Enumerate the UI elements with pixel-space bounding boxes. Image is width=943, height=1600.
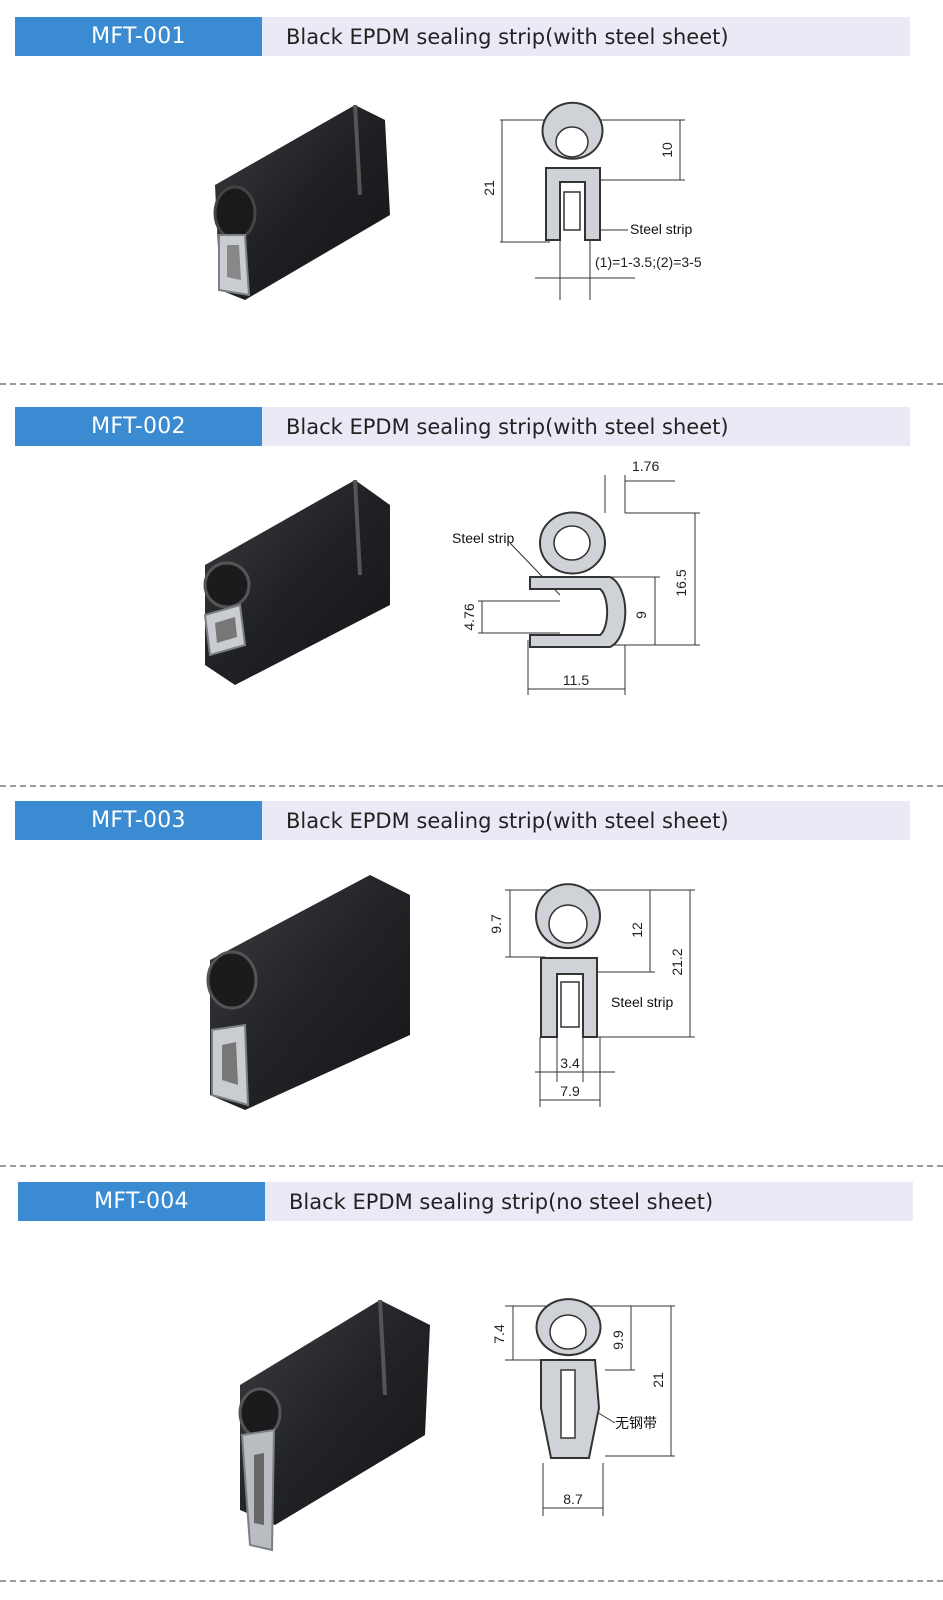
product-photo-2 xyxy=(203,479,390,685)
callout-no-steel: 无钢带 xyxy=(615,1415,657,1431)
dim-bulb: 9.7 xyxy=(488,914,504,934)
dim-bulb: 7.4 xyxy=(491,1324,507,1344)
section-divider xyxy=(0,383,943,385)
dim-width: 8.7 xyxy=(563,1491,583,1507)
dim-bulb: 10 xyxy=(659,142,675,158)
callout-steel-strip: Steel strip xyxy=(611,994,673,1010)
dim-height: 21 xyxy=(650,1372,666,1388)
product-photo-3 xyxy=(206,875,410,1110)
dim-clip: 9 xyxy=(633,611,649,619)
product-title: Black EPDM sealing strip(with steel shee… xyxy=(262,407,910,446)
dim-height: 21 xyxy=(481,180,497,196)
profile-drawing-4: 7.4 9.9 21 无钢带 8.7 xyxy=(491,1298,675,1516)
dim-width: 7.9 xyxy=(560,1083,580,1099)
product-title: Black EPDM sealing strip(no steel sheet) xyxy=(265,1182,913,1221)
product-header-1: MFT-001 Black EPDM sealing strip(with st… xyxy=(15,17,910,56)
product-header-3: MFT-003 Black EPDM sealing strip(with st… xyxy=(15,801,910,840)
dim-upper: 9.9 xyxy=(610,1330,626,1350)
dim-height: 21.2 xyxy=(669,948,685,975)
dim-height: 16.5 xyxy=(673,569,689,596)
product-header-4: MFT-004 Black EPDM sealing strip(no stee… xyxy=(18,1182,913,1221)
product-photo-1 xyxy=(213,104,390,300)
product-header-2: MFT-002 Black EPDM sealing strip(with st… xyxy=(15,407,910,446)
dim-inner: 3.4 xyxy=(560,1055,580,1071)
product-title: Black EPDM sealing strip(with steel shee… xyxy=(262,801,910,840)
product-code: MFT-002 xyxy=(15,407,262,446)
callout-steel-strip: Steel strip xyxy=(452,530,514,546)
product-title: Black EPDM sealing strip(with steel shee… xyxy=(262,17,910,56)
product-code: MFT-001 xyxy=(15,17,262,56)
product-code: MFT-003 xyxy=(15,801,262,840)
profile-drawing-1: 21 10 Steel strip (1)=1-3.5;(2)=3-5 xyxy=(481,101,702,300)
profile-drawing-3: 9.7 12 21.2 Steel strip 3.4 7.9 xyxy=(488,883,695,1107)
product-photo-4 xyxy=(238,1299,430,1552)
section-divider xyxy=(0,1580,943,1582)
dim-top: 1.76 xyxy=(632,458,659,474)
section-divider xyxy=(0,1165,943,1167)
dim-gap: 4.76 xyxy=(461,603,477,630)
callout-steel-strip: Steel strip xyxy=(630,221,692,237)
dim-thickness: (1)=1-3.5;(2)=3-5 xyxy=(595,254,702,270)
dim-width: 11.5 xyxy=(563,672,589,688)
profile-drawing-2: 1.76 Steel strip 16.5 9 4.76 11.5 xyxy=(452,458,700,695)
dim-upper: 12 xyxy=(629,922,645,938)
section-divider xyxy=(0,785,943,787)
product-code: MFT-004 xyxy=(18,1182,265,1221)
